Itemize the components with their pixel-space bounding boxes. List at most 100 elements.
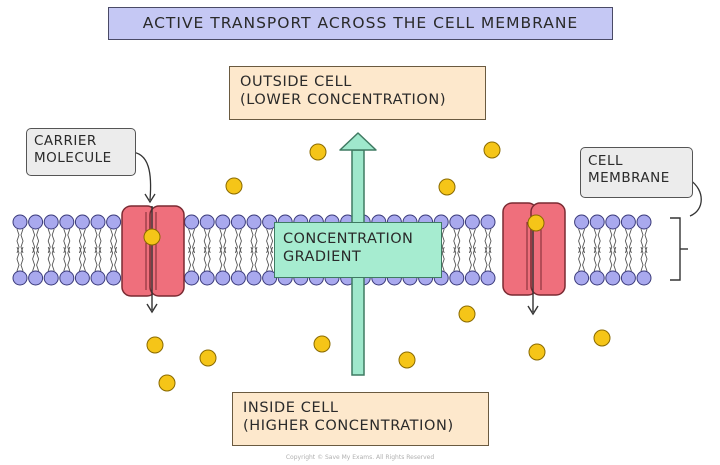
- phospholipid-tails: [250, 228, 258, 272]
- phospholipid-head: [480, 214, 496, 230]
- phospholipid-tails: [234, 228, 242, 272]
- solute-molecule: [146, 336, 164, 354]
- phospholipid-head: [230, 270, 246, 286]
- phospholipid-head: [620, 214, 636, 230]
- phospholipid-head: [589, 214, 605, 230]
- solute-molecule: [438, 178, 456, 196]
- carrier-molecule-callout: CARRIER MOLECULE: [26, 128, 136, 176]
- phospholipid-head: [184, 214, 200, 230]
- membrane-line2: MEMBRANE: [588, 169, 670, 186]
- phospholipid-head: [90, 270, 106, 286]
- membrane-bracket: [670, 217, 681, 281]
- inside-cell-label: INSIDE CELL (HIGHER CONCENTRATION): [232, 392, 489, 446]
- diagram-title: ACTIVE TRANSPORT ACROSS THE CELL MEMBRAN…: [108, 7, 613, 40]
- phospholipid-tails: [203, 228, 211, 272]
- phospholipid-tails: [453, 228, 461, 272]
- solute-molecule: [398, 351, 416, 369]
- solute-molecules: [143, 141, 611, 392]
- solute-molecule: [528, 343, 546, 361]
- phospholipid-tails: [94, 228, 102, 272]
- cell-membrane-callout: CELL MEMBRANE: [580, 147, 693, 198]
- phospholipid-tails: [110, 228, 118, 272]
- phospholipid-head: [246, 270, 262, 286]
- phospholipid-head: [262, 270, 278, 286]
- phospholipid-head: [589, 270, 605, 286]
- phospholipid-head: [636, 214, 652, 230]
- membrane-line1: CELL: [588, 153, 623, 169]
- phospholipid-tails: [47, 228, 55, 272]
- outside-cell-line2: (LOWER CONCENTRATION): [240, 92, 447, 109]
- phospholipid-head: [12, 270, 28, 286]
- phospholipid-head: [12, 214, 28, 230]
- phospholipid-head: [636, 270, 652, 286]
- phospholipid-head: [106, 214, 122, 230]
- phospholipid-head: [59, 270, 75, 286]
- phospholipid-tails: [32, 228, 40, 272]
- phospholipid-head: [43, 214, 59, 230]
- phospholipid-tails: [578, 228, 586, 272]
- phospholipid-head: [199, 270, 215, 286]
- phospholipid-tails: [609, 228, 617, 272]
- carrier-callout-arrowhead: [144, 193, 156, 204]
- phospholipid-head: [605, 270, 621, 286]
- phospholipid-tails: [468, 228, 476, 272]
- phospholipid-head: [59, 214, 75, 230]
- phospholipid-head: [246, 214, 262, 230]
- phospholipid-head: [215, 214, 231, 230]
- phospholipid-head: [480, 270, 496, 286]
- phospholipid-head: [605, 214, 621, 230]
- solute-molecule: [483, 141, 501, 159]
- outside-cell-label: OUTSIDE CELL (LOWER CONCENTRATION): [229, 66, 486, 120]
- phospholipid-head: [464, 270, 480, 286]
- solute-molecule: [143, 228, 161, 246]
- carrier-line2: MOLECULE: [34, 149, 112, 166]
- solute-molecule: [593, 329, 611, 347]
- solute-molecule: [309, 143, 327, 161]
- phospholipid-tails: [188, 228, 196, 272]
- phospholipid-head: [74, 270, 90, 286]
- phospholipid-tails: [16, 228, 24, 272]
- phospholipid-tails: [63, 228, 71, 272]
- solute-molecule: [158, 374, 176, 392]
- inside-cell-line2: (HIGHER CONCENTRATION): [243, 418, 454, 435]
- phospholipid-head: [90, 214, 106, 230]
- phospholipid-head: [28, 270, 44, 286]
- phospholipid-head: [184, 270, 200, 286]
- phospholipid-head: [28, 214, 44, 230]
- phospholipid-head: [449, 214, 465, 230]
- solute-molecule: [313, 335, 331, 353]
- phospholipid-head: [74, 214, 90, 230]
- carrier-protein-left: [121, 205, 185, 314]
- phospholipid-head: [574, 214, 590, 230]
- solute-molecule: [199, 349, 217, 367]
- solute-molecule: [458, 305, 476, 323]
- phospholipid-head: [464, 214, 480, 230]
- phospholipid-head: [43, 270, 59, 286]
- phospholipid-head: [199, 214, 215, 230]
- phospholipid-tails: [593, 228, 601, 272]
- phospholipid-head: [215, 270, 231, 286]
- phospholipid-head: [449, 270, 465, 286]
- phospholipid-head: [230, 214, 246, 230]
- solute-molecule: [225, 177, 243, 195]
- membrane-callout-connector: [689, 179, 702, 217]
- phospholipid-tails: [219, 228, 227, 272]
- phospholipid-tails: [624, 228, 632, 272]
- phospholipid-head: [106, 270, 122, 286]
- outside-cell-line1: OUTSIDE CELL: [240, 74, 352, 90]
- phospholipid-bilayer: [12, 214, 652, 286]
- phospholipid-head: [574, 270, 590, 286]
- phospholipid-tails: [484, 228, 492, 272]
- carrier-line1: CARRIER: [34, 133, 97, 149]
- gradient-line2: GRADIENT: [283, 249, 362, 266]
- phospholipid-tails: [640, 228, 648, 272]
- phospholipid-tails: [266, 228, 274, 272]
- copyright-notice: Copyright © Save My Exams. All Rights Re…: [285, 454, 435, 461]
- solute-molecule: [527, 214, 545, 232]
- phospholipid-head: [620, 270, 636, 286]
- concentration-gradient-label: CONCENTRATION GRADIENT: [274, 222, 442, 278]
- gradient-line1: CONCENTRATION: [283, 231, 414, 247]
- inside-cell-line1: INSIDE CELL: [243, 400, 339, 416]
- phospholipid-tails: [78, 228, 86, 272]
